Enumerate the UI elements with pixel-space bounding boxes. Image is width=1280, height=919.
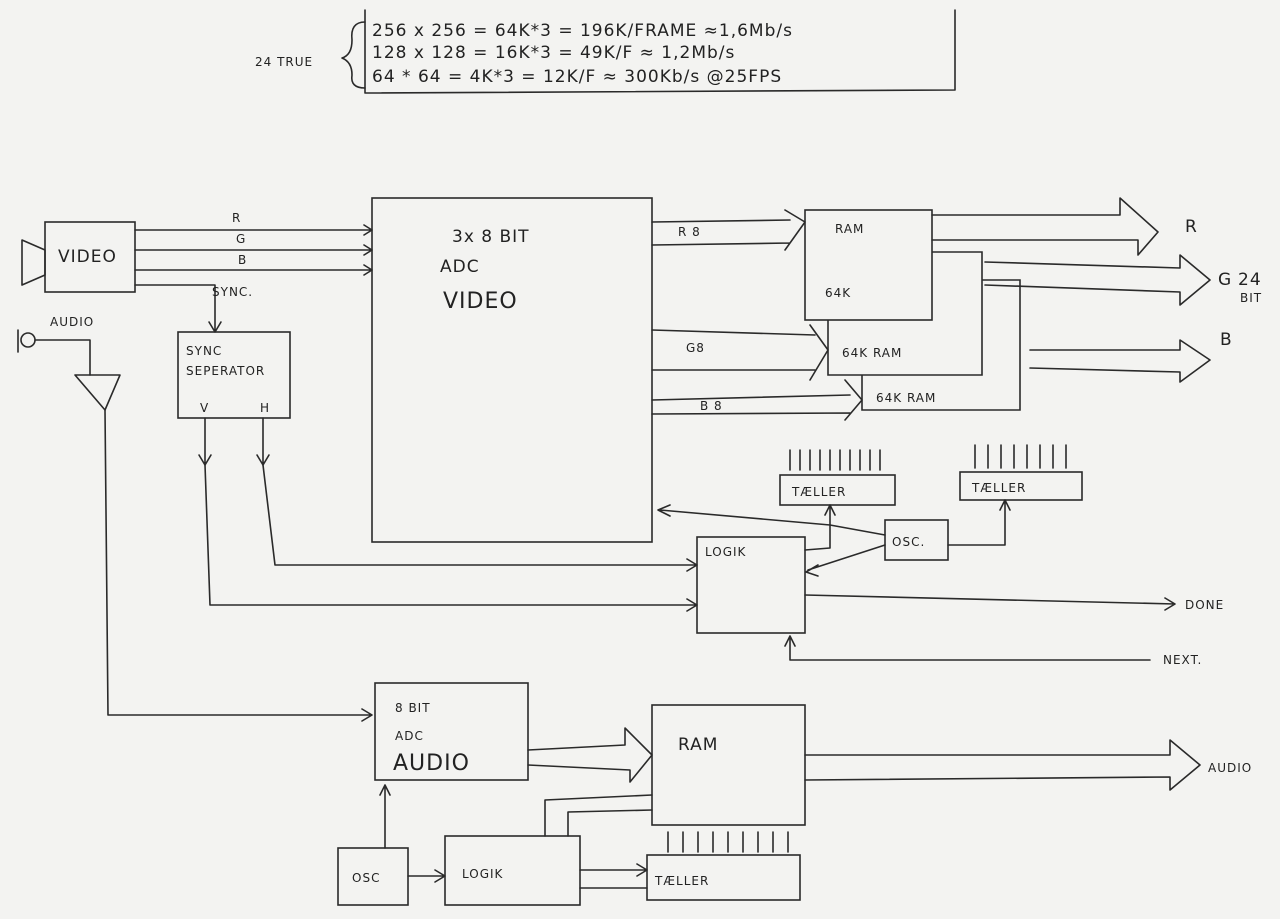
formula-line: 64 * 64 = 4K*3 = 12K/F ≈ 300Kb/s @25FPS <box>372 67 782 87</box>
svg-text:G: G <box>236 232 246 246</box>
svg-text:3x 8 BIT: 3x 8 BIT <box>452 227 530 247</box>
svg-text:RAM: RAM <box>835 222 864 236</box>
output-r-label: R <box>1185 217 1198 237</box>
svg-text:8 BIT: 8 BIT <box>395 701 431 715</box>
svg-text:R 8: R 8 <box>678 225 701 239</box>
audio-input: AUDIO <box>17 315 373 722</box>
svg-text:TÆLLER: TÆLLER <box>654 874 709 888</box>
counter-audio: TÆLLER <box>646 831 801 901</box>
formula-block: 24 TRUE 256 x 256 = 64K*3 = 196K/FRAME ≈… <box>255 9 956 94</box>
svg-text:SYNC.: SYNC. <box>212 285 253 299</box>
svg-text:SEPERATOR: SEPERATOR <box>186 364 265 378</box>
svg-text:SYNC: SYNC <box>186 344 222 358</box>
done-label: DONE <box>1185 598 1224 612</box>
svg-text:OSC.: OSC. <box>892 535 925 549</box>
audio-ram: RAM <box>651 704 806 826</box>
ram-g: 64K RAM <box>827 251 983 376</box>
formula-line: 256 x 256 = 64K*3 = 196K/FRAME ≈1,6Mb/s <box>372 21 793 41</box>
svg-text:RAM: RAM <box>678 735 718 755</box>
amplifier-icon <box>74 374 121 411</box>
svg-text:B 8: B 8 <box>700 399 723 413</box>
counter-1: TÆLLER <box>779 449 896 506</box>
audio-adc: 8 BIT ADC AUDIO <box>374 682 529 781</box>
sync-separator: SYNC SEPERATOR V H <box>177 331 291 419</box>
logic-video: LOGIK <box>696 536 806 634</box>
svg-text:AUDIO: AUDIO <box>393 751 470 776</box>
video-adc: 3x 8 BIT ADC VIDEO <box>371 197 653 543</box>
output-b-label: B <box>1220 330 1233 350</box>
mode-label: 24 TRUE <box>255 55 313 69</box>
svg-text:AUDIO: AUDIO <box>50 315 94 329</box>
svg-text:64K: 64K <box>825 286 851 300</box>
svg-text:LOGIK: LOGIK <box>705 545 747 559</box>
counter-2: TÆLLER <box>959 444 1083 501</box>
svg-text:ADC: ADC <box>395 729 424 743</box>
svg-text:H: H <box>260 401 270 415</box>
svg-text:TÆLLER: TÆLLER <box>791 485 846 499</box>
svg-text:64K RAM: 64K RAM <box>876 391 936 405</box>
svg-text:G8: G8 <box>686 341 705 355</box>
video-source: VIDEO <box>21 221 136 293</box>
svg-text:64K RAM: 64K RAM <box>842 346 902 360</box>
logic-audio: LOGIK <box>444 835 581 906</box>
svg-text:LOGIK: LOGIK <box>462 867 504 881</box>
svg-text:B: B <box>238 253 247 267</box>
osc-video: OSC. <box>884 519 949 561</box>
svg-text:R: R <box>232 211 241 225</box>
audio-output-label: AUDIO <box>1208 761 1252 775</box>
svg-text:OSC: OSC <box>352 871 380 885</box>
svg-text:BIT: BIT <box>1240 291 1262 305</box>
svg-text:VIDEO: VIDEO <box>58 247 117 267</box>
osc-audio: OSC <box>337 847 409 906</box>
next-label: NEXT. <box>1163 653 1202 667</box>
svg-text:ADC: ADC <box>440 257 480 277</box>
svg-text:VIDEO: VIDEO <box>443 289 518 314</box>
output-g-label: G <box>1218 270 1232 290</box>
camera-icon <box>21 239 46 286</box>
formula-line: 128 x 128 = 16K*3 = 49K/F ≈ 1,2Mb/s <box>372 43 735 63</box>
svg-text:24: 24 <box>1238 270 1262 290</box>
ram-r: RAM 64K <box>804 209 933 321</box>
svg-text:V: V <box>200 401 209 415</box>
ram-b: 64K RAM <box>861 279 1021 411</box>
svg-text:TÆLLER: TÆLLER <box>971 481 1026 495</box>
